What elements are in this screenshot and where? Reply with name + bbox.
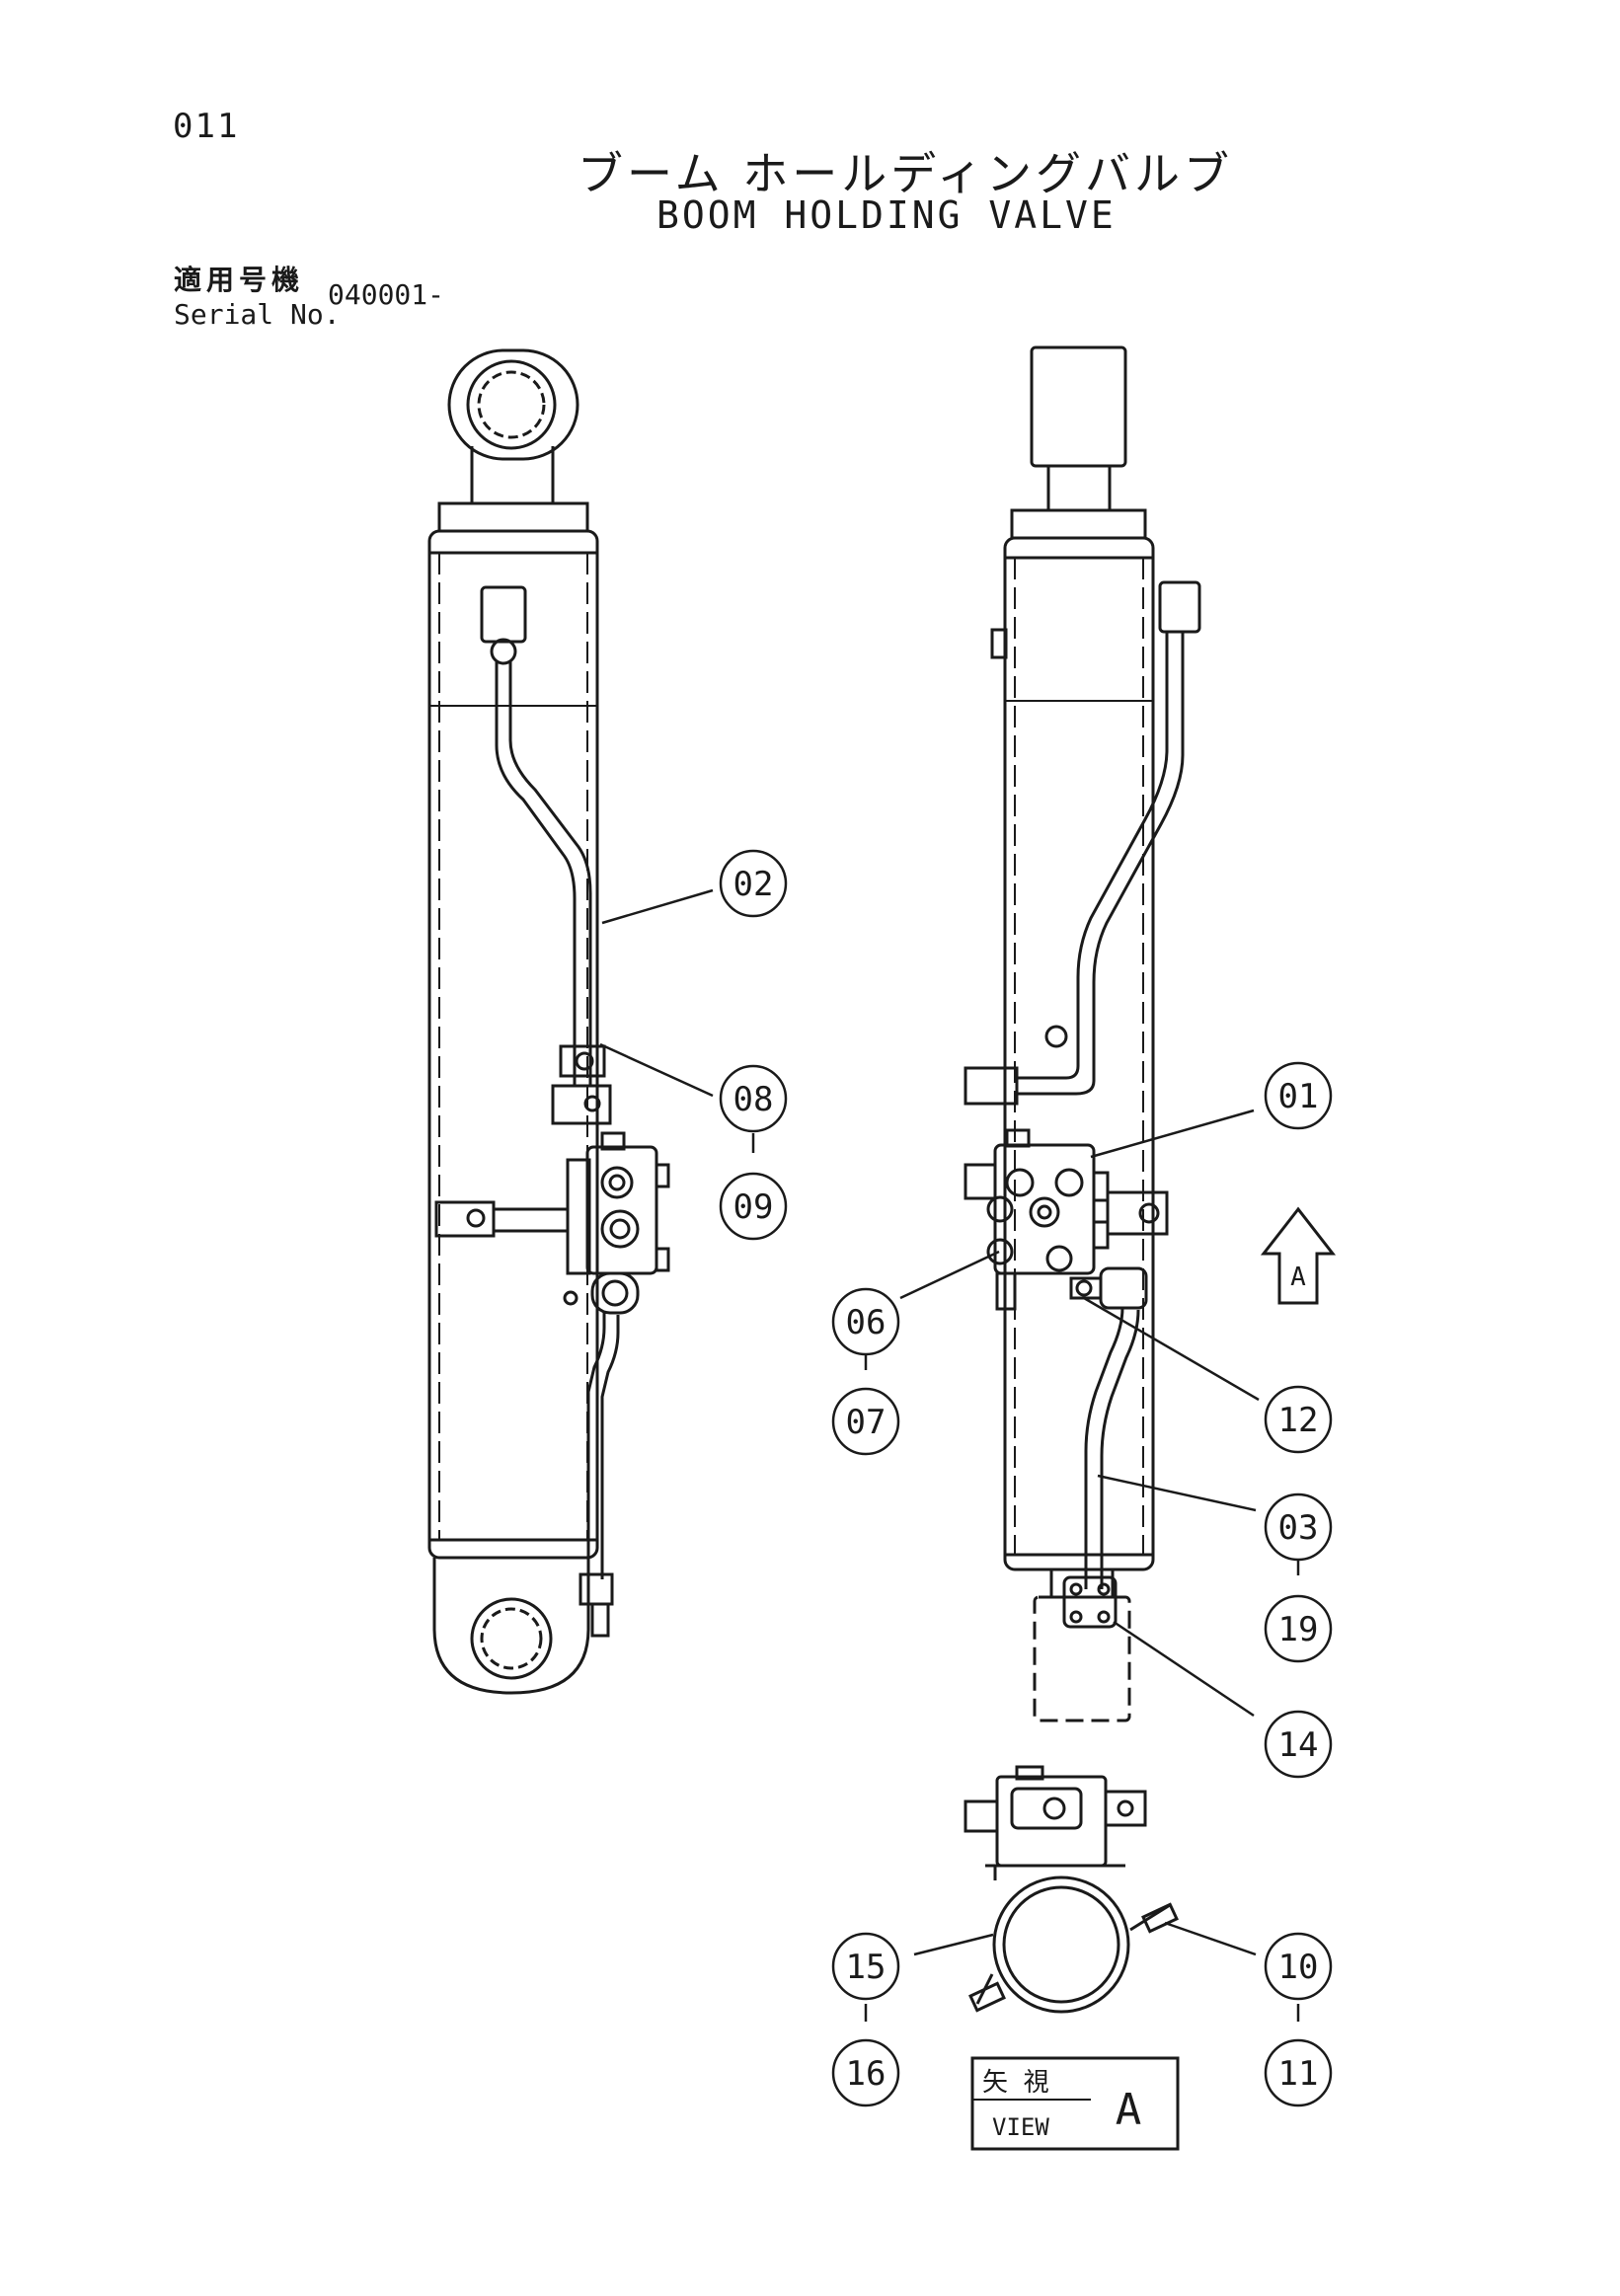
callout-numbers: 02 08 09 01 06 07 12 03 19 14 15 16 10 1…	[733, 865, 1319, 2094]
callout-12: 12	[1278, 1401, 1319, 1440]
callout-01: 01	[1278, 1077, 1319, 1116]
callout-circle-14	[1264, 1710, 1333, 1779]
callout-08: 08	[733, 1080, 774, 1119]
callout-circle-19	[1264, 1594, 1333, 1663]
callout-circle-02	[719, 849, 788, 918]
callout-circle-10	[1264, 1932, 1333, 2001]
view-arrow-letter: A	[1290, 1263, 1306, 1292]
serial-label-english: Serial No.	[174, 298, 341, 331]
callout-09: 09	[733, 1187, 774, 1227]
callout-16: 16	[846, 2054, 887, 2094]
callout-circle-07	[831, 1387, 900, 1456]
view-label-box: 矢 視 VIEW A	[970, 2056, 1180, 2151]
title-english: BOOM HOLDING VALVE	[656, 193, 1117, 237]
callout-circle-08	[719, 1064, 788, 1133]
left-cylinder	[427, 348, 670, 1695]
callout-circle-09	[719, 1172, 788, 1241]
serial-label-japanese: 適用号機	[174, 264, 305, 296]
view-arrow: A	[1260, 1206, 1337, 1305]
callout-19: 19	[1278, 1610, 1319, 1649]
callout-circle-01	[1264, 1061, 1333, 1130]
leader-lines	[599, 888, 1300, 2022]
callout-circle-06	[831, 1287, 900, 1356]
callout-03: 03	[1278, 1508, 1319, 1548]
callout-06: 06	[846, 1303, 887, 1342]
page-number: 011	[173, 107, 240, 146]
callout-circle-11	[1264, 2038, 1333, 2107]
callout-02: 02	[733, 865, 774, 904]
serial-number-value: 040001-	[328, 278, 445, 311]
view-a-detail	[964, 1765, 1179, 2014]
callout-15: 15	[846, 1948, 887, 1987]
callout-10: 10	[1278, 1948, 1319, 1987]
callout-circle-03	[1264, 1492, 1333, 1562]
callout-circle-15	[831, 1932, 900, 2001]
right-cylinder	[964, 345, 1201, 1722]
callout-circles	[719, 849, 1333, 2107]
view-label-english: VIEW	[992, 2113, 1049, 2141]
callout-circle-16	[831, 2038, 900, 2107]
callout-circle-12	[1264, 1385, 1333, 1454]
callout-07: 07	[846, 1403, 887, 1442]
view-label-japanese: 矢 視	[982, 2068, 1049, 2098]
callout-11: 11	[1278, 2054, 1319, 2094]
view-label-letter: A	[1116, 2085, 1142, 2135]
title-japanese: ブーム ホールディングバルブ	[578, 147, 1234, 200]
callout-14: 14	[1278, 1725, 1319, 1765]
